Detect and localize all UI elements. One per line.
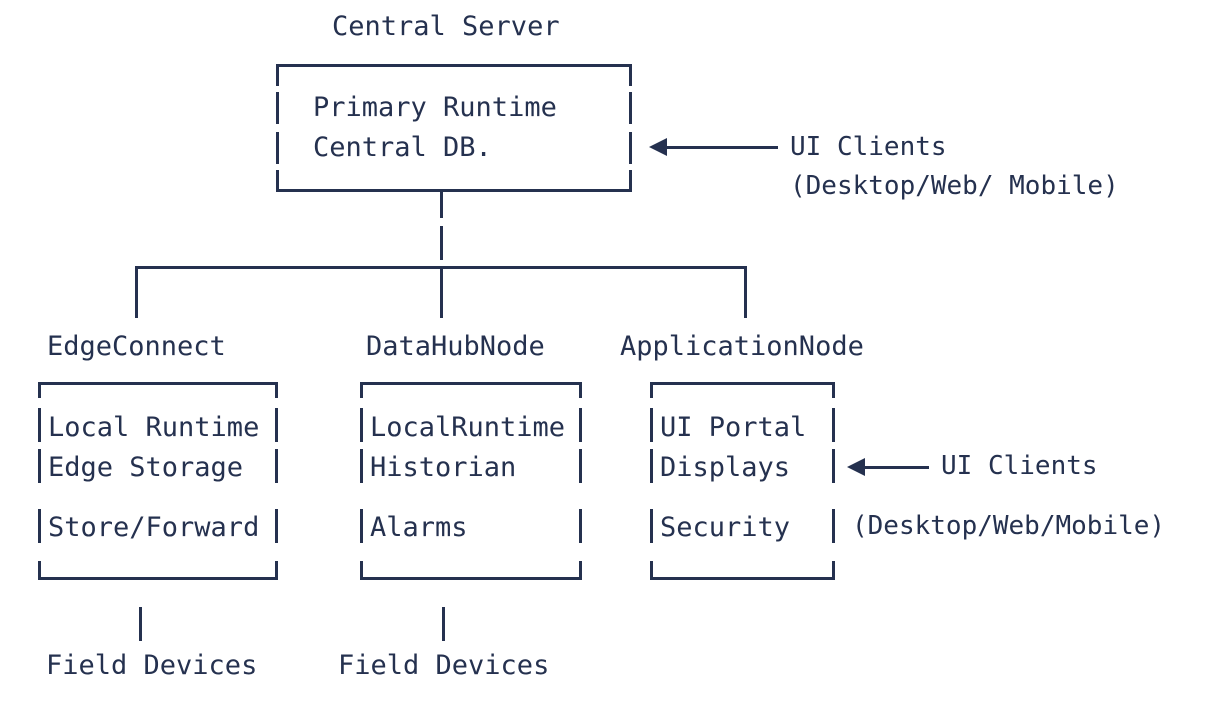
central-annotation-arrow-shaft xyxy=(665,146,778,149)
edgeconnect-right-top-corner xyxy=(275,382,278,398)
edgeconnect-left-top-corner xyxy=(38,382,41,398)
datahubnode-leaf-connector xyxy=(442,607,445,641)
edgeconnect-right-pipe-2 xyxy=(275,449,278,483)
central-box-right-pipe-1 xyxy=(629,92,632,124)
central-annotation-line-2: (Desktop/Web/ Mobile) xyxy=(790,171,1119,201)
datahubnode-leaf-label: Field Devices xyxy=(338,650,550,681)
applicationnode-line-4: Security xyxy=(660,512,791,543)
edgeconnect-box-top-border xyxy=(38,382,278,385)
datahubnode-line-4: Alarms xyxy=(370,512,468,543)
tree-drop-applicationnode xyxy=(744,266,747,318)
datahubnode-right-bottom-corner xyxy=(579,561,582,577)
edgeconnect-left-bottom-corner xyxy=(38,561,41,577)
applicationnode-right-pipe-4 xyxy=(832,509,835,543)
central-box-right-bottom-corner xyxy=(629,170,632,192)
applicationnode-box-bottom-border xyxy=(650,577,835,580)
edgeconnect-line-4: Store/Forward xyxy=(48,512,260,543)
central-box-line-2: Central DB. xyxy=(313,132,492,163)
central-box-right-top-corner xyxy=(629,64,632,86)
applicationnode-left-pipe-1 xyxy=(650,408,653,442)
datahubnode-right-pipe-1 xyxy=(579,408,582,442)
edgeconnect-right-pipe-1 xyxy=(275,408,278,442)
applicationnode-box-top-border xyxy=(650,382,835,385)
applicationnode-left-pipe-4 xyxy=(650,509,653,543)
applicationnode-left-bottom-corner xyxy=(650,561,653,577)
datahubnode-line-1: LocalRuntime xyxy=(370,412,566,443)
node-annotation-line-1: UI Clients xyxy=(941,451,1098,481)
central-box-left-pipe-2 xyxy=(276,132,279,164)
central-box-line-1: Primary Runtime xyxy=(313,92,557,123)
central-box-left-top-corner xyxy=(276,64,279,86)
applicationnode-right-top-corner xyxy=(832,382,835,398)
edgeconnect-left-pipe-2 xyxy=(38,449,41,483)
edgeconnect-line-1: Local Runtime xyxy=(48,412,260,443)
datahubnode-left-pipe-1 xyxy=(360,408,363,442)
datahubnode-left-pipe-4 xyxy=(360,509,363,543)
tree-drop-datahubnode xyxy=(440,266,443,318)
edgeconnect-leaf-label: Field Devices xyxy=(46,650,258,681)
edgeconnect-line-2: Edge Storage xyxy=(48,452,244,483)
applicationnode-right-pipe-2 xyxy=(832,449,835,483)
edgeconnect-left-pipe-4 xyxy=(38,509,41,543)
applicationnode-left-pipe-2 xyxy=(650,449,653,483)
central-box-left-bottom-corner xyxy=(276,170,279,192)
left-arrow-icon xyxy=(847,458,865,476)
edgeconnect-box-bottom-border xyxy=(38,577,278,580)
edgeconnect-right-bottom-corner xyxy=(275,561,278,577)
datahubnode-right-pipe-4 xyxy=(579,509,582,543)
central-stem-segment-2 xyxy=(440,226,443,260)
central-box-left-pipe-1 xyxy=(276,92,279,124)
datahubnode-right-top-corner xyxy=(579,382,582,398)
edgeconnect-right-pipe-4 xyxy=(275,509,278,543)
datahubnode-line-2: Historian xyxy=(370,452,517,483)
node-label-datahubnode: DataHubNode xyxy=(366,331,545,362)
node-annotation-arrow-shaft xyxy=(863,466,929,469)
datahubnode-box-bottom-border xyxy=(360,577,582,580)
node-label-edgeconnect: EdgeConnect xyxy=(47,331,226,362)
edgeconnect-leaf-connector xyxy=(139,607,142,641)
datahubnode-right-pipe-2 xyxy=(579,449,582,483)
tree-drop-edgeconnect xyxy=(135,266,138,318)
central-box-top-border xyxy=(276,64,632,67)
central-stem-segment-1 xyxy=(440,192,443,218)
left-arrow-icon xyxy=(649,138,667,156)
node-label-applicationnode: ApplicationNode xyxy=(620,331,864,362)
applicationnode-right-pipe-1 xyxy=(832,408,835,442)
applicationnode-line-2: Displays xyxy=(660,452,791,483)
datahubnode-box-top-border xyxy=(360,382,582,385)
datahubnode-left-bottom-corner xyxy=(360,561,363,577)
applicationnode-right-bottom-corner xyxy=(832,561,835,577)
edgeconnect-left-pipe-1 xyxy=(38,408,41,442)
central-annotation-line-1: UI Clients xyxy=(790,132,947,162)
central-box-right-pipe-2 xyxy=(629,132,632,164)
node-annotation-line-2: (Desktop/Web/Mobile) xyxy=(852,511,1166,541)
applicationnode-line-1: UI Portal xyxy=(660,412,807,443)
applicationnode-left-top-corner xyxy=(650,382,653,398)
page-title: Central Server xyxy=(332,11,560,42)
datahubnode-left-pipe-2 xyxy=(360,449,363,483)
datahubnode-left-top-corner xyxy=(360,382,363,398)
central-box-bottom-border xyxy=(276,189,632,192)
